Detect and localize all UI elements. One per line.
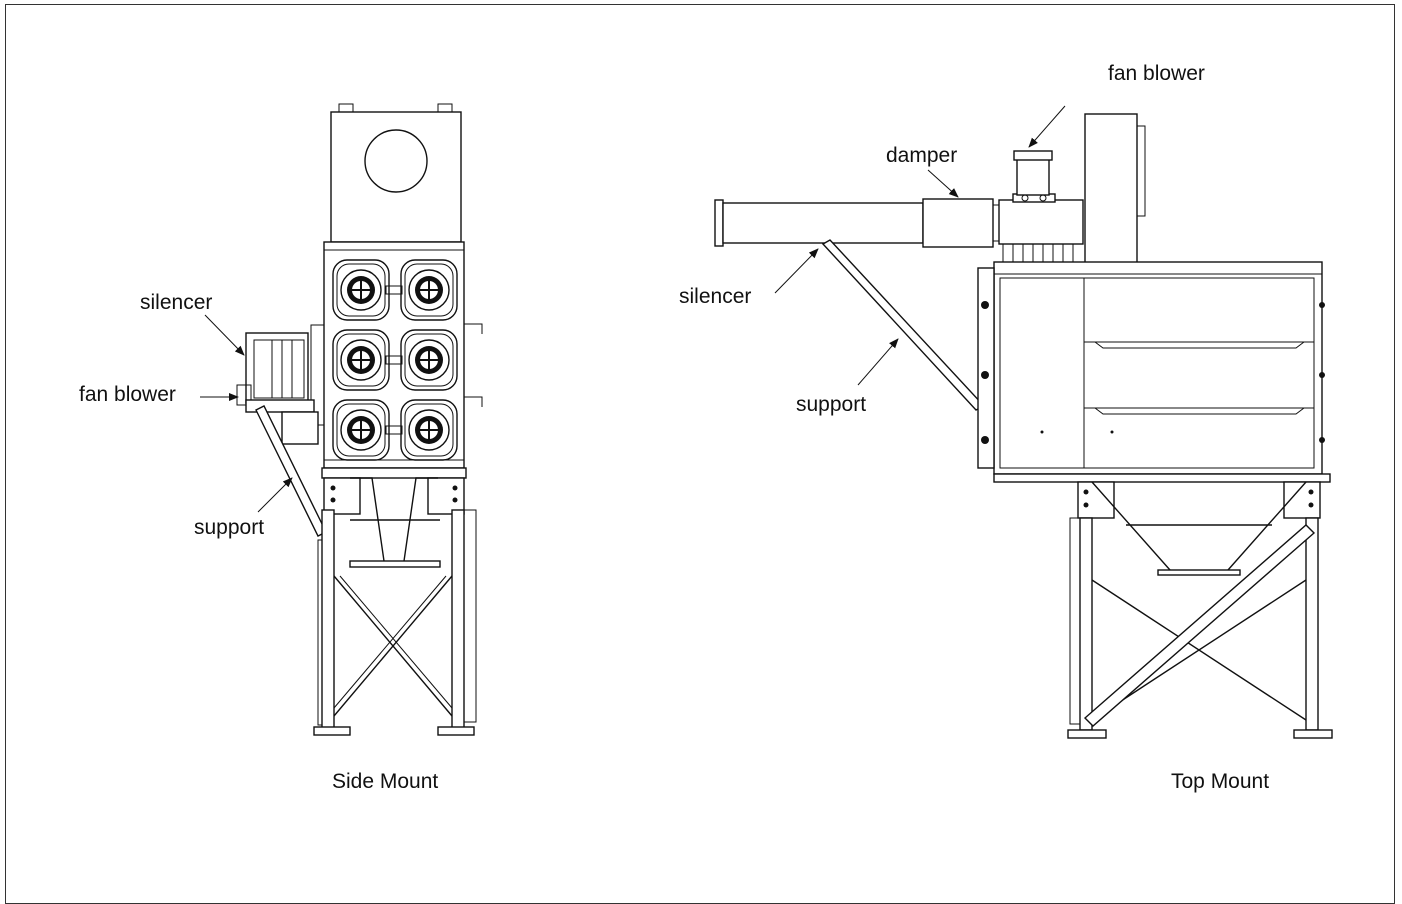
side-leaders: [200, 314, 293, 513]
top-mount-view: [714, 105, 1333, 739]
inlet-box: [330, 103, 462, 243]
stand-side: [313, 467, 477, 736]
cabinet-top: [977, 261, 1331, 483]
cabinet-side: [310, 241, 483, 469]
top-support-label: support: [796, 393, 866, 416]
top-fan-blower-label: fan blower: [1108, 62, 1205, 85]
top-damper-label: damper: [886, 144, 957, 167]
top-fan-blower: [998, 113, 1146, 265]
side-support-label: support: [194, 516, 264, 539]
side-mount-caption: Side Mount: [332, 770, 438, 793]
top-silencer-label: silencer: [679, 285, 751, 308]
top-support-strut: [821, 239, 986, 411]
side-fan-blower-label: fan blower: [79, 383, 176, 406]
stand-top: [1067, 481, 1333, 739]
dust-collector-diagram: silencer fan blower support Side Mount f…: [79, 62, 1333, 793]
top-leaders: [774, 105, 1066, 386]
top-mount-caption: Top Mount: [1171, 770, 1269, 793]
top-silencer: [714, 198, 1000, 248]
side-silencer-label: silencer: [140, 291, 212, 314]
side-mount-view: [200, 103, 483, 736]
side-silencer-fan: [236, 332, 319, 445]
